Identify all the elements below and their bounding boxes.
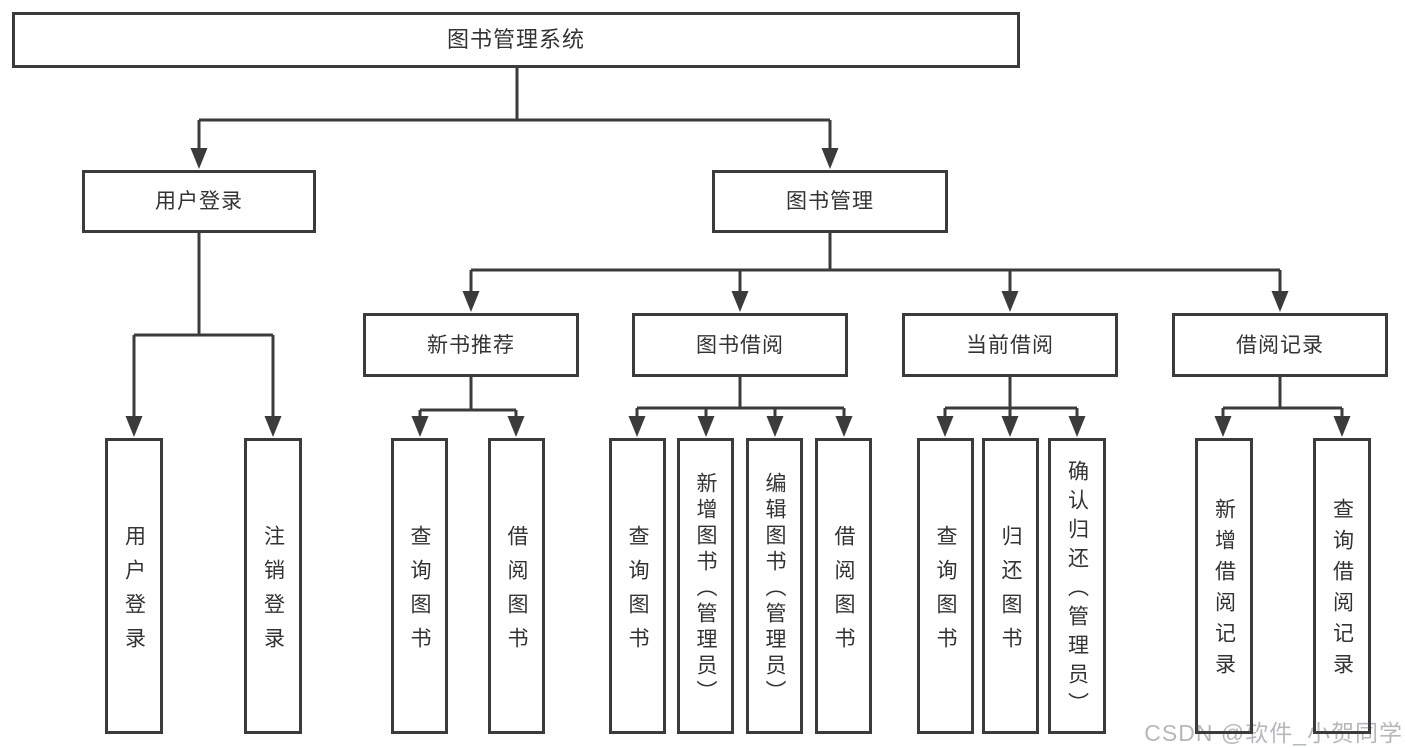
- node-current-borrow-label: 当前借阅: [966, 333, 1054, 357]
- node-user-login-label: 用户登录: [155, 190, 243, 213]
- leaf-br-query-record-label: 查询借阅记录: [1330, 498, 1354, 684]
- leaf-bb-add-book-label: 新增图书（管理员）: [694, 471, 717, 706]
- leaf-bb-borrow-book-label: 借阅图书: [832, 524, 855, 661]
- arrow-new-book: [462, 291, 480, 312]
- connector-drop-bb: [635, 408, 846, 420]
- arrow-leaf-logout: [264, 416, 282, 437]
- leaf-bb-edit-book: 编辑图书（管理员）: [746, 438, 803, 734]
- leaf-rec-query-book-label: 查询图书: [408, 524, 431, 661]
- arrow-cb-confirm: [1068, 416, 1086, 437]
- leaf-cb-return-book: 归还图书: [982, 438, 1039, 734]
- connector-new-book-split: [420, 377, 516, 412]
- node-root-label: 图书管理系统: [446, 27, 585, 52]
- connector-book-management-split: [471, 233, 1280, 272]
- arrow-user-login: [190, 148, 208, 169]
- arrow-bb-query: [628, 416, 646, 437]
- leaf-cb-query-book-label: 查询图书: [934, 524, 957, 661]
- leaf-cb-return-book-label: 归还图书: [999, 524, 1022, 661]
- leaf-bb-query-book: 查询图书: [609, 438, 666, 734]
- leaf-br-add-record-label: 新增借阅记录: [1212, 498, 1236, 684]
- leaf-rec-borrow-book: 借阅图书: [488, 438, 545, 734]
- leaf-bb-borrow-book: 借阅图书: [815, 438, 872, 734]
- leaf-logout-label: 注销登录: [261, 524, 285, 661]
- leaf-bb-query-book-label: 查询图书: [626, 524, 649, 661]
- leaf-bb-edit-book-label: 编辑图书（管理员）: [763, 471, 786, 706]
- arrow-book-management: [821, 148, 839, 169]
- arrow-rec-query: [411, 416, 429, 437]
- arrow-leaf-login: [125, 416, 143, 437]
- arrow-bb-edit: [766, 416, 784, 437]
- node-book-borrow: 图书借阅: [632, 313, 848, 377]
- connector-book-borrow-split: [637, 377, 844, 410]
- arrow-book-borrow: [731, 291, 749, 312]
- arrow-borrow-record: [1271, 291, 1289, 312]
- node-borrow-record: 借阅记录: [1172, 313, 1388, 377]
- arrow-cb-return: [1001, 416, 1019, 437]
- arrow-br-add: [1214, 416, 1232, 437]
- leaf-br-query-record: 查询借阅记录: [1313, 438, 1371, 734]
- node-book-management-label: 图书管理: [786, 190, 874, 213]
- leaf-cb-confirm-return-label: 确认归还（管理员）: [1065, 459, 1089, 721]
- arrow-current-borrow: [1001, 291, 1019, 312]
- leaf-br-add-record: 新增借阅记录: [1195, 438, 1253, 734]
- leaf-cb-confirm-return: 确认归还（管理员）: [1048, 438, 1106, 734]
- connector-drop-br: [1221, 408, 1344, 420]
- node-user-login: 用户登录: [82, 170, 316, 233]
- node-root: 图书管理系统: [12, 12, 1020, 68]
- node-borrow-record-label: 借阅记录: [1236, 333, 1324, 357]
- leaf-user-login: 用户登录: [105, 438, 163, 734]
- arrow-br-query: [1333, 416, 1351, 437]
- leaf-logout: 注销登录: [244, 438, 302, 734]
- arrow-bb-borrow: [835, 416, 853, 437]
- connector-root-stem: [199, 66, 830, 122]
- leaf-cb-query-book: 查询图书: [917, 438, 974, 734]
- arrow-bb-add: [697, 416, 715, 437]
- leaf-rec-query-book: 查询图书: [391, 438, 448, 734]
- node-new-book-recommend-label: 新书推荐: [427, 333, 515, 357]
- arrow-rec-borrow: [507, 416, 525, 437]
- leaf-user-login-label: 用户登录: [122, 524, 146, 661]
- node-current-borrow: 当前借阅: [902, 313, 1118, 377]
- node-new-book-recommend: 新书推荐: [363, 313, 579, 377]
- connector-current-borrow-split: [945, 377, 1077, 410]
- node-book-borrow-label: 图书借阅: [696, 333, 784, 357]
- leaf-bb-add-book: 新增图书（管理员）: [677, 438, 734, 734]
- arrow-cb-query: [936, 416, 954, 437]
- connector-user-login-split: [134, 233, 273, 337]
- node-book-management: 图书管理: [712, 170, 948, 233]
- leaf-rec-borrow-book-label: 借阅图书: [505, 524, 528, 661]
- connector-borrow-record-split: [1223, 377, 1342, 410]
